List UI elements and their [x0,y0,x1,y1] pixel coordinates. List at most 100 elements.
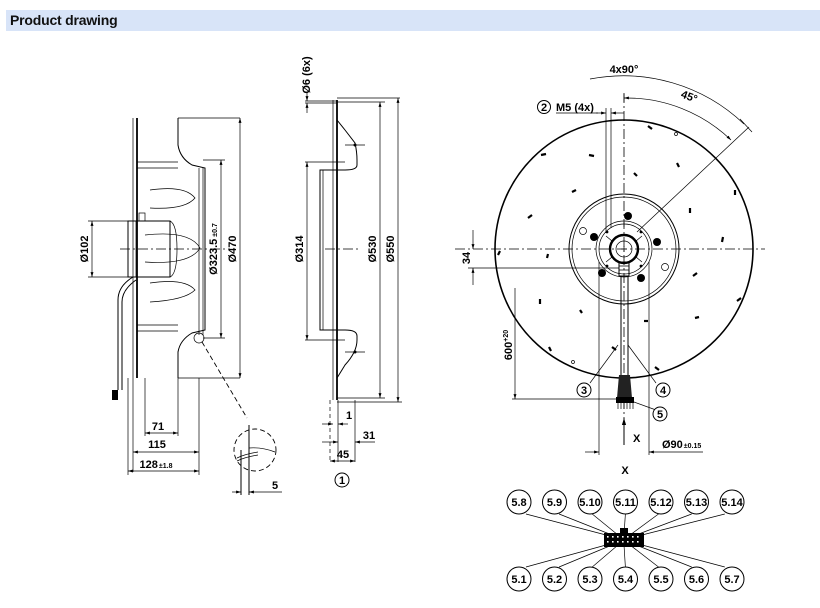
pin-callout-5-4: 5.4 [613,566,638,592]
arc-4x90 [589,75,745,125]
side-view: Ø102 Ø323.5±0.7 Ø470 71 115 128±1.8 [79,117,282,495]
callout-3: 3 [581,385,587,397]
connector-pin [637,541,639,543]
connector-pin [607,536,609,538]
pin-callout-5-11: 5.11 [613,489,638,515]
thread-label: M5 (4x) [556,102,594,114]
pin-label: 5.10 [579,497,600,509]
pin-leader-line [525,544,607,568]
top-pin-labels: 5.8 5.9 5.10 5.11 5.12 5.13 5.14 [506,489,745,515]
pin-label: 5.14 [721,497,743,509]
pin-circle [613,489,638,515]
dim-hub-diameter: Ø102 [79,236,91,263]
pin-callout-5-3: 5.3 [577,566,603,592]
cable-connector [112,390,118,400]
pin-circle [719,489,745,515]
pin-circle [577,489,603,515]
pin-leader-line [623,544,626,568]
connector-pin [622,536,624,538]
pin-circle [542,566,567,592]
connector-block [604,533,644,547]
connector-pins [607,536,639,543]
pin-leader-lines [525,513,725,568]
pin-leader-line [525,513,607,536]
pin-label: 5.11 [615,497,636,509]
callout-2: 2 [541,102,547,114]
dim-thickness-1: 1 [346,410,352,422]
pin-label: 5.12 [650,497,671,509]
pin-callout-5-1: 5.1 [506,566,532,592]
dim-offset-34: 34 [461,251,473,264]
dim-depth-71: 71 [152,421,164,433]
view-arrow-x: X [633,433,641,445]
pin-callout-5-9: 5.9 [542,489,567,515]
pin-callout-5-10: 5.10 [577,489,603,515]
pin-leader-line [635,513,692,536]
blade-slots [497,125,742,371]
bolt-holes [590,212,661,282]
pin-circle [506,489,532,515]
connector-pin [617,536,619,538]
pin-circle [577,566,603,592]
pin-circle [719,566,745,592]
connector-pin [617,541,619,543]
pin-circle [648,489,674,515]
pin-callout-5-14: 5.14 [719,489,745,515]
callout-1-circle [334,472,350,488]
connector-pin [632,536,634,538]
dim-cable-length: 600+20 [503,330,515,360]
dim-depth-115: 115 [148,439,166,451]
dim-outer-diameter: Ø470 [227,236,239,263]
pin-leader-line [635,544,692,568]
connector-pin [607,541,609,543]
dim-width-31: 31 [363,430,375,442]
cable-wires [617,375,632,398]
dim-inner-diameter: Ø323.5±0.7 [208,223,220,275]
pin-callout-5-2: 5.2 [542,566,567,592]
connector-pin [622,541,624,543]
pin-callout-5-7: 5.7 [719,566,745,592]
pin-label: 5.8 [511,497,526,509]
pin-circle [684,489,709,515]
pin-leader-line [558,544,613,568]
callout-4: 4 [660,385,667,397]
section-header: Product drawing [6,10,820,31]
pin-leader-line [629,513,659,536]
dim-hole-diameter: Ø6 (6x) [301,56,313,94]
dim-inlet-diameter: Ø314 [294,235,306,263]
connector-pin [612,541,614,543]
connector-pin [627,536,629,538]
dim-depth-128: 128±1.8 [140,459,173,471]
connector-view-title: X [621,465,629,477]
connector-pin [612,536,614,538]
callout-1: 1 [339,475,345,487]
pin-label: 5.9 [547,497,562,509]
connector-plug [616,397,634,403]
connector-pin [627,541,629,543]
angle-4x90: 4x90° [610,64,639,76]
pin-label: 5.3 [582,574,597,586]
callout-2-circle [537,100,551,114]
pin-circle [506,566,532,592]
connector-pin [632,541,634,543]
pin-callout-5-12: 5.12 [648,489,674,515]
detail-circle: 5 [232,425,282,495]
dim-detail-5: 5 [272,480,278,492]
dim-hub-bolt-circle: Ø90±0.15 [662,439,701,451]
pin-callout-5-6: 5.6 [684,566,709,592]
pin-leader-line [641,513,725,536]
pin-callout-5-5: 5.5 [648,566,674,592]
callout-3-circle [576,382,592,398]
bottom-pin-labels: 5.1 5.2 5.3 5.4 5.5 5.6 5.7 [506,566,745,592]
front-view: 4x90° 45° 2 M5 (4x) 34 600+20 Ø90±0.15 X [455,64,765,455]
pin-label: 5.4 [618,574,634,586]
callout-5-circle [652,406,668,422]
dim-diameter-530: Ø530 [367,236,379,263]
pin-circle [648,566,674,592]
pin-leader-line [592,544,619,568]
pin-label: 5.5 [653,574,668,586]
pin-callout-5-13: 5.13 [684,489,709,515]
pin-callout-5-8: 5.8 [506,489,532,515]
pin-leader-line [592,513,619,536]
